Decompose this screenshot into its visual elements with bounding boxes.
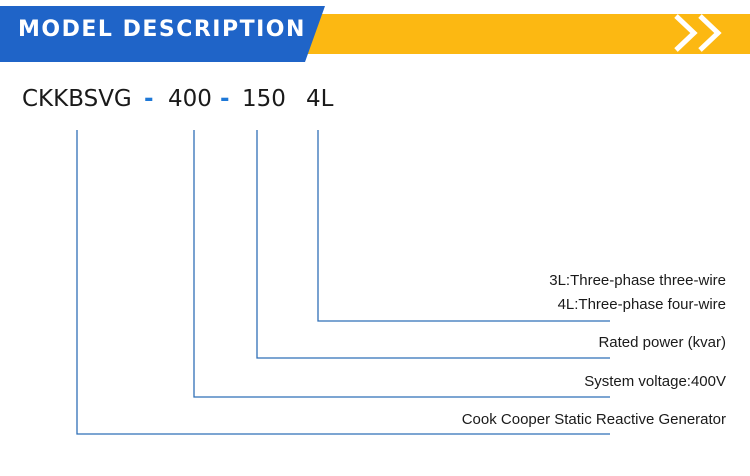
desc-rated-power: Rated power (kvar) bbox=[598, 334, 726, 351]
model-voltage-code: 400 bbox=[168, 86, 212, 112]
desc-product-series: Cook Cooper Static Reactive Generator bbox=[461, 411, 726, 428]
connector-series bbox=[76, 130, 610, 435]
connector-power bbox=[256, 130, 610, 359]
model-prefix: CKKBSVG bbox=[22, 86, 132, 112]
connector-voltage bbox=[193, 130, 610, 398]
double-chevron-icon bbox=[674, 14, 722, 52]
desc-system-voltage: System voltage:400V bbox=[584, 373, 726, 390]
model-power-code: 150 bbox=[242, 86, 286, 112]
connector-wire bbox=[317, 130, 610, 322]
page-title: MODEL DESCRIPTION bbox=[18, 17, 306, 42]
model-separator-1: - bbox=[144, 86, 154, 112]
header-yellow-band bbox=[282, 14, 750, 54]
desc-three-phase-four-wire: 4L:Three-phase four-wire bbox=[557, 296, 726, 313]
model-wire-code: 4L bbox=[306, 86, 334, 112]
header-blue-block bbox=[0, 6, 325, 62]
model-separator-2: - bbox=[220, 86, 230, 112]
desc-three-phase-three-wire: 3L:Three-phase three-wire bbox=[549, 272, 726, 289]
header-banner bbox=[0, 6, 750, 62]
